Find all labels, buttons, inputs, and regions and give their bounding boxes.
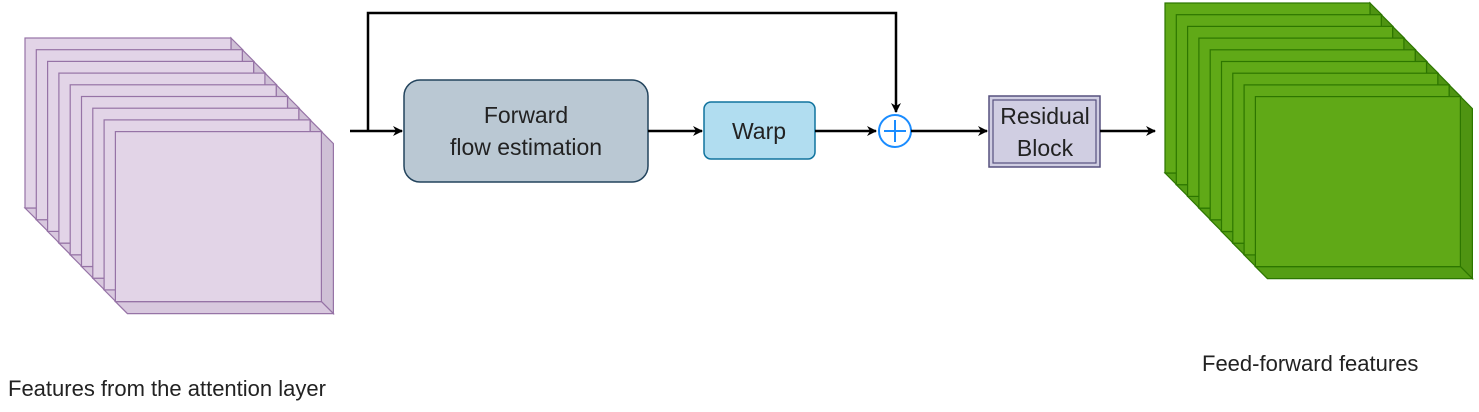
warp-label: Warp [732,118,786,144]
sum-node [878,114,912,148]
residual-block-label-line2: Block [1017,135,1074,161]
input-feature-stack [23,36,335,316]
skip-connection-arrow [366,11,901,131]
output-feature-stack [1163,1,1474,281]
warp-node: Warp [703,101,816,160]
output-features-caption: Feed-forward features [1202,351,1419,376]
flow-estimation-node: Forward flow estimation [403,79,649,183]
flow-estimation-label-line2: flow estimation [450,134,602,160]
residual-block-label-line1: Residual [1000,103,1090,129]
flow-estimation-label-line1: Forward [484,102,568,128]
feature-map-layer [113,130,335,316]
input-features-caption: Features from the attention layer [8,376,326,401]
residual-block-node: Residual Block [988,95,1101,168]
feature-map-layer [1253,95,1474,281]
